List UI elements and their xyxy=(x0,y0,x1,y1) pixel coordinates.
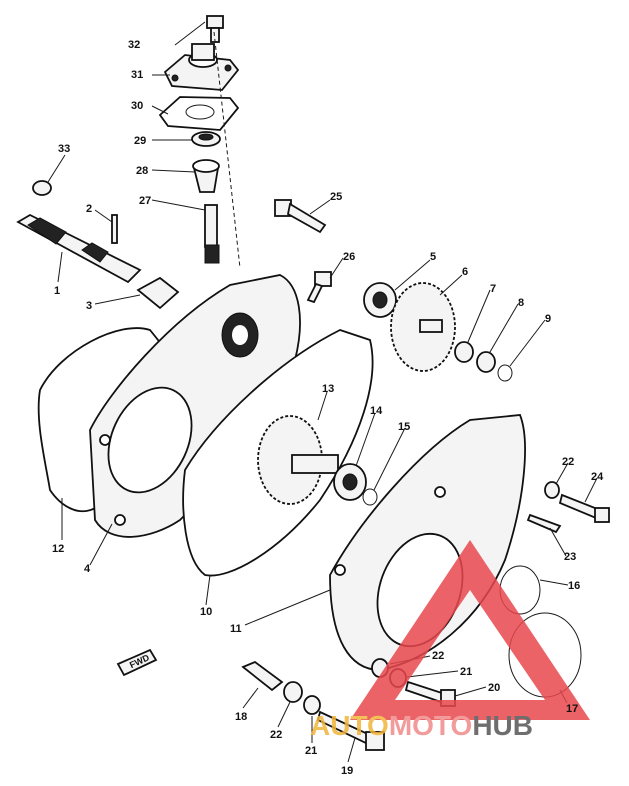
callout-2: 2 xyxy=(86,203,92,215)
pin-18 xyxy=(241,660,284,692)
callout-19: 19 xyxy=(341,765,353,777)
bolt-26 xyxy=(306,271,332,304)
callout-26: 26 xyxy=(343,251,355,263)
gasket-30 xyxy=(158,96,240,131)
callout-16: 16 xyxy=(568,580,580,592)
callout-1: 1 xyxy=(54,285,60,297)
watermark: AUTOMOTOHUB xyxy=(310,540,590,741)
callout-17: 17 xyxy=(566,703,578,715)
callout-labels: 32 31 30 29 28 27 33 2 1 3 25 26 5 6 7 8… xyxy=(52,39,604,777)
callout-31: 31 xyxy=(131,69,143,81)
bearing-5 xyxy=(363,282,397,318)
bushing-3 xyxy=(136,276,180,310)
seal-29 xyxy=(191,131,221,147)
leader-lines xyxy=(47,21,598,763)
worm-shaft-1 xyxy=(16,213,142,284)
callout-20: 20 xyxy=(488,682,500,694)
washer-7 xyxy=(454,341,474,363)
callout-12: 12 xyxy=(52,543,64,555)
pin-2 xyxy=(111,214,118,244)
bolt-23 xyxy=(526,513,562,534)
callout-32: 32 xyxy=(128,39,140,51)
washer-21b xyxy=(303,695,321,715)
callout-7: 7 xyxy=(490,283,496,295)
fwd-arrow-icon: FWD xyxy=(116,648,158,677)
gear-13 xyxy=(257,415,339,505)
housing-31 xyxy=(163,43,240,91)
callout-4: 4 xyxy=(84,563,91,575)
callout-14: 14 xyxy=(370,405,383,417)
clip-15 xyxy=(362,488,378,506)
callout-25: 25 xyxy=(330,191,342,203)
callout-21b: 21 xyxy=(305,745,317,757)
callout-29: 29 xyxy=(134,135,146,147)
callout-5: 5 xyxy=(430,251,436,263)
washer-33 xyxy=(32,180,52,196)
callout-6: 6 xyxy=(462,266,468,278)
callout-33: 33 xyxy=(58,143,70,155)
watermark-triangle-icon xyxy=(350,540,590,720)
housing-4 xyxy=(89,274,301,538)
callout-10: 10 xyxy=(200,606,212,618)
callout-28: 28 xyxy=(136,165,148,177)
washer-22a xyxy=(544,481,560,499)
callout-27: 27 xyxy=(139,195,151,207)
shaft-27 xyxy=(204,204,220,264)
callout-13: 13 xyxy=(322,383,334,395)
callout-3: 3 xyxy=(86,300,92,312)
callout-22c: 22 xyxy=(270,729,282,741)
clip-9 xyxy=(497,364,513,382)
callout-21a: 21 xyxy=(460,666,472,678)
callout-9: 9 xyxy=(545,313,551,325)
washer-22c xyxy=(283,681,303,703)
callout-30: 30 xyxy=(131,100,143,112)
callout-8: 8 xyxy=(518,297,524,309)
bolt-25 xyxy=(274,199,327,234)
callout-24: 24 xyxy=(591,471,604,483)
watermark-auto: AUTOMOTOHUB xyxy=(310,710,533,741)
callout-18: 18 xyxy=(235,711,247,723)
bushing-28 xyxy=(192,159,220,193)
bolt-24 xyxy=(558,493,610,523)
callout-22b: 22 xyxy=(432,650,444,662)
bearing-14 xyxy=(333,463,367,501)
callout-22a: 22 xyxy=(562,456,574,468)
bolt-19 xyxy=(316,710,385,751)
bolt-32 xyxy=(206,15,224,43)
callout-23: 23 xyxy=(564,551,576,563)
callout-15: 15 xyxy=(398,421,410,433)
callout-11: 11 xyxy=(230,623,242,635)
gear-6 xyxy=(390,282,456,372)
washer-8 xyxy=(476,351,496,373)
